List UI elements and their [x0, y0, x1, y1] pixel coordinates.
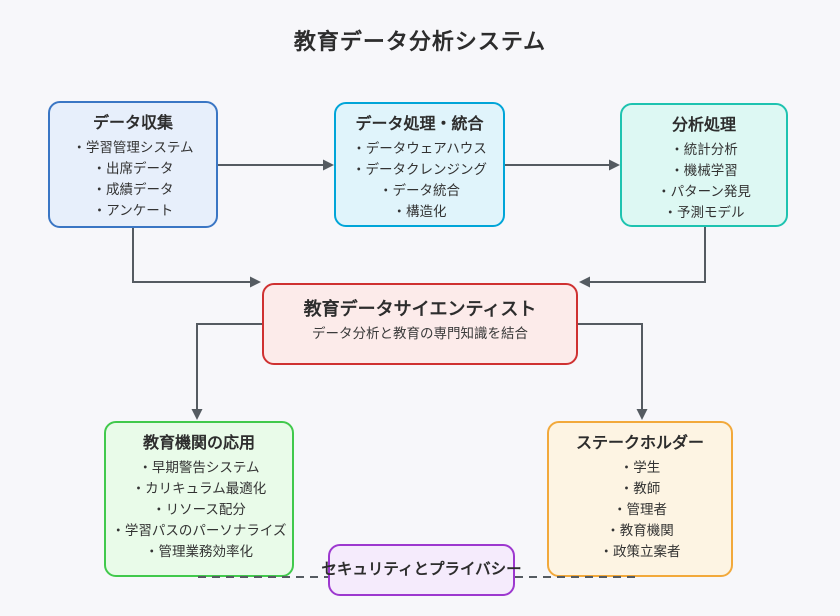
- list-item: ・機械学習: [670, 163, 738, 178]
- list-item: ・データクレンジング: [352, 162, 487, 177]
- node-title: セキュリティとプライバシー: [321, 561, 522, 578]
- arrowhead-into-scientist-right: [579, 276, 590, 288]
- node-item-list: ・データウェアハウス・データクレンジング・データ統合・構造化: [336, 138, 503, 222]
- list-item: ・成績データ: [92, 182, 174, 197]
- list-item: ・政策立案者: [599, 544, 681, 559]
- list-item: ・データ統合: [379, 183, 460, 198]
- list-item: ・学習管理システム: [72, 140, 194, 155]
- node-subtitle: データ分析と教育の専門知識を結合: [312, 326, 528, 341]
- node-title: データ収集: [92, 115, 173, 132]
- list-item: ・管理業務効率化: [145, 544, 253, 559]
- node-item-list: ・学生・教師・管理者・教育機関・政策立案者: [549, 457, 731, 562]
- node-stakeholders: ステークホルダー ・学生・教師・管理者・教育機関・政策立案者: [547, 421, 733, 577]
- node-data-processing: データ処理・統合 ・データウェアハウス・データクレンジング・データ統合・構造化: [334, 102, 505, 227]
- node-data-collection: データ収集 ・学習管理システム・出席データ・成績データ・アンケート: [48, 101, 218, 228]
- edge-analysis-scientist: [590, 227, 706, 283]
- list-item: ・構造化: [392, 204, 447, 219]
- list-item: ・統計分析: [670, 142, 738, 157]
- node-title: ステークホルダー: [575, 435, 704, 452]
- node-title: 教育機関の応用: [142, 435, 255, 452]
- list-item: ・データウェアハウス: [352, 141, 487, 156]
- list-item: ・出席データ: [92, 161, 174, 176]
- list-item: ・早期警告システム: [138, 460, 260, 475]
- arrowhead-into-scientist-left: [250, 276, 261, 288]
- node-education-data-scientist: 教育データサイエンティスト データ分析と教育の専門知識を結合: [262, 283, 578, 365]
- arrowhead-into-process: [323, 159, 334, 171]
- node-item-list: ・学習管理システム・出席データ・成績データ・アンケート: [50, 137, 216, 221]
- node-item-list: ・統計分析・機械学習・パターン発見・予測モデル: [622, 139, 786, 223]
- list-item: ・予測モデル: [663, 205, 745, 220]
- arrowhead-into-analysis: [609, 159, 620, 171]
- list-item: ・アンケート: [92, 203, 174, 218]
- node-security-privacy: セキュリティとプライバシー: [321, 544, 522, 596]
- node-title: データ処理・統合: [355, 116, 484, 133]
- node-title: 教育データサイエンティスト: [303, 299, 537, 319]
- arrowhead-into-institution: [191, 409, 203, 420]
- node-item-list: ・早期警告システム・カリキュラム最適化・リソース配分・学習パスのパーソナライズ・…: [106, 457, 292, 562]
- edge-scientist-stakeholder: [578, 323, 643, 409]
- list-item: ・教育機関: [606, 523, 674, 538]
- list-item: ・学生: [619, 460, 661, 475]
- list-item: ・パターン発見: [657, 184, 751, 199]
- arrowhead-into-stakeholder: [636, 409, 648, 420]
- list-item: ・リソース配分: [152, 502, 246, 517]
- page-title: 教育データ分析システム: [293, 29, 547, 54]
- list-item: ・管理者: [613, 502, 667, 517]
- list-item: ・学習パスのパーソナライズ: [111, 523, 287, 538]
- node-analysis-processing: 分析処理 ・統計分析・機械学習・パターン発見・予測モデル: [620, 103, 788, 227]
- edge-scientist-institution: [196, 323, 262, 409]
- node-title: 分析処理: [671, 117, 736, 134]
- list-item: ・カリキュラム最適化: [131, 481, 267, 496]
- edge-collect-scientist: [132, 228, 250, 283]
- list-item: ・教師: [619, 481, 661, 496]
- node-institution-applications: 教育機関の応用 ・早期警告システム・カリキュラム最適化・リソース配分・学習パスの…: [104, 421, 294, 577]
